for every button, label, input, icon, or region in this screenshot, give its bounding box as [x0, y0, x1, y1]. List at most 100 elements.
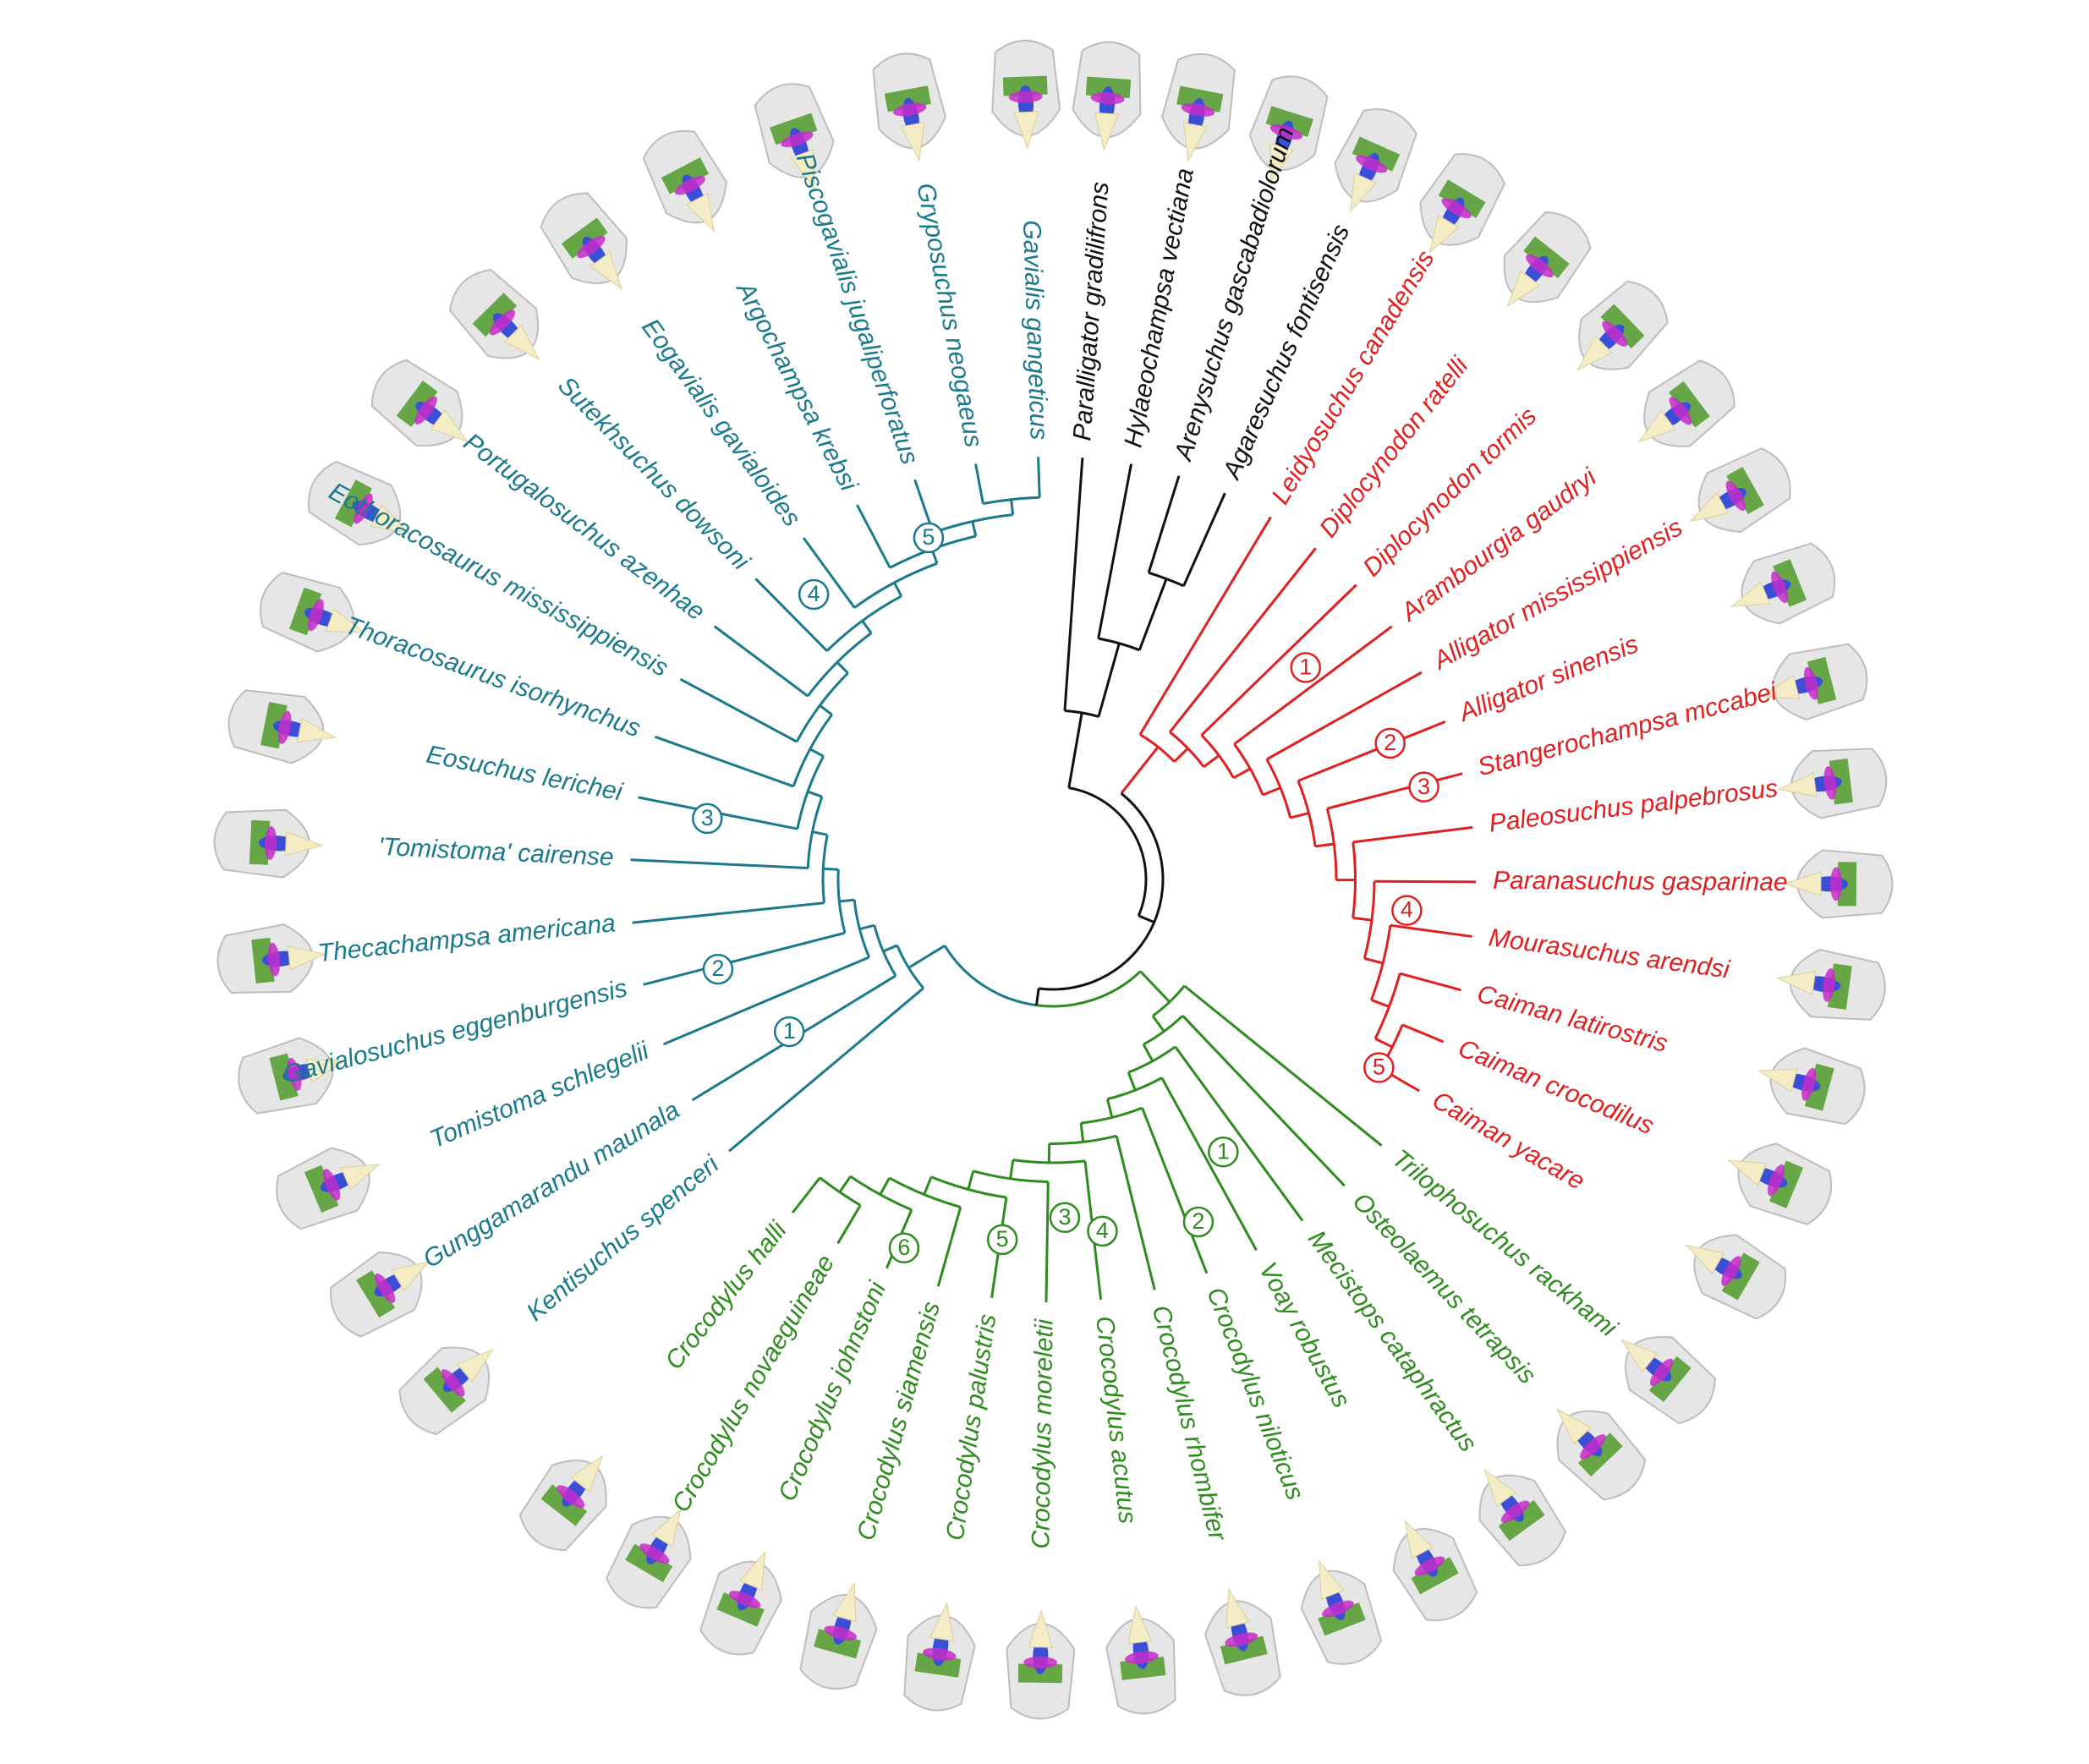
- node-number: 1: [1299, 654, 1312, 679]
- skull-region: [296, 718, 337, 742]
- skull-region: [391, 1260, 430, 1291]
- taxon-label: Osteolaemus tetrapsis: [1347, 1187, 1542, 1389]
- taxon-label: Leidyosuchus canadensis: [1266, 245, 1439, 509]
- node-circle: [773, 1016, 805, 1048]
- terminal-branch: [1183, 984, 1383, 1147]
- terminal-branch: [1160, 1076, 1258, 1252]
- internal-branch: [1010, 499, 1015, 515]
- skull-illustration: [1685, 1234, 1787, 1320]
- internal-branch: [1374, 1037, 1393, 1049]
- skull-illustration: [1757, 1047, 1866, 1126]
- skull-illustration: [1419, 153, 1505, 254]
- skull-region: [1685, 1244, 1725, 1274]
- skull-region: [1823, 765, 1837, 800]
- skull-region: [1269, 124, 1303, 140]
- node-circle: [702, 953, 734, 985]
- skull-region: [900, 122, 925, 162]
- terminal-branch: [713, 625, 809, 698]
- skull-region: [264, 825, 277, 860]
- node-number: 2: [1192, 1208, 1204, 1234]
- node-circle: [1290, 652, 1322, 683]
- skull-region: [1008, 90, 1043, 103]
- terminal-branch: [643, 931, 846, 986]
- terminal-branch: [1138, 516, 1272, 736]
- skull-region: [1649, 1358, 1674, 1386]
- internal-branch: [823, 867, 839, 871]
- skull-region: [557, 1485, 585, 1509]
- skull-region: [1127, 1604, 1153, 1645]
- node-arc: [1049, 1134, 1117, 1145]
- skull-region: [922, 1647, 957, 1661]
- node-circle: [692, 803, 723, 835]
- terminal-branch: [632, 901, 825, 924]
- skull-region: [639, 1543, 670, 1564]
- skull-region: [267, 942, 281, 977]
- skull-region: [1094, 112, 1120, 151]
- internal-branch: [861, 620, 873, 634]
- skull-illustration: [1105, 1604, 1176, 1715]
- skull-region: [370, 504, 410, 534]
- skull-region: [354, 493, 373, 524]
- node-circle: [1087, 1215, 1118, 1247]
- skull-region: [307, 599, 324, 632]
- skull-region: [1090, 92, 1125, 105]
- terminal-branch: [1233, 625, 1393, 746]
- branch: [1139, 970, 1171, 1003]
- skull-region: [503, 324, 540, 360]
- skull-illustration: [1689, 447, 1791, 534]
- terminal-branch: [1213, 492, 1226, 518]
- terminal-branch: [1063, 457, 1084, 711]
- skull-region: [651, 1508, 682, 1548]
- skull-region: [686, 193, 715, 233]
- skull-region: [1506, 270, 1541, 308]
- skull-illustration: [398, 1346, 494, 1436]
- skull-illustration: [238, 1037, 346, 1115]
- taxon-label: Paranasuchus gasparinae: [1493, 867, 1788, 896]
- skull-illustration: [1730, 542, 1836, 625]
- skull-illustration: [1777, 748, 1888, 819]
- terminal-branch: [936, 1206, 962, 1287]
- node-arc: [836, 869, 847, 934]
- skull-region: [1829, 867, 1842, 901]
- skull-region: [1757, 1068, 1798, 1093]
- internal-branch: [1127, 1071, 1137, 1091]
- internal-branch: [1363, 957, 1384, 965]
- node-circle: [1391, 895, 1423, 926]
- taxon-label: Alligator mississippiensis: [1428, 513, 1687, 676]
- branch: [907, 945, 946, 969]
- skull-region: [1669, 397, 1692, 425]
- skull-illustration: [1783, 849, 1894, 919]
- internal-branch: [923, 1176, 933, 1196]
- taxon-label: Diplocynodon tormis: [1357, 402, 1542, 582]
- internal-branch: [1203, 754, 1220, 769]
- skull-illustration: [1392, 1519, 1478, 1622]
- branch: [1067, 712, 1083, 788]
- node-circle: [1182, 1206, 1214, 1238]
- taxon-label: Eothoracosaurus mississippiensis: [324, 478, 672, 682]
- node-arc: [1325, 808, 1338, 880]
- terminal-branch: [1297, 720, 1446, 782]
- skull-region: [1225, 1588, 1250, 1629]
- taxon-label: Crocodylus acutus: [1090, 1315, 1142, 1526]
- terminal-branch: [1352, 825, 1473, 844]
- node-number: 1: [1217, 1138, 1230, 1164]
- internal-branch: [836, 661, 849, 674]
- internal-branch: [893, 582, 903, 597]
- skull-illustration: [1204, 1588, 1281, 1696]
- skull-region: [674, 176, 706, 195]
- terminal-branch: [1390, 923, 1472, 938]
- skull-region: [1225, 1632, 1258, 1647]
- node-arc: [983, 496, 1040, 506]
- skull-region: [284, 831, 324, 857]
- terminal-branch: [856, 504, 891, 569]
- node-number: 5: [1373, 1055, 1385, 1080]
- terminal-branch: [1182, 1015, 1346, 1187]
- skull-region: [1526, 254, 1554, 278]
- node-number: 3: [701, 805, 714, 830]
- skull-illustration: [330, 1251, 430, 1338]
- node-circle: [986, 1224, 1018, 1256]
- skull-region: [1556, 1408, 1592, 1445]
- skull-region: [1350, 173, 1377, 213]
